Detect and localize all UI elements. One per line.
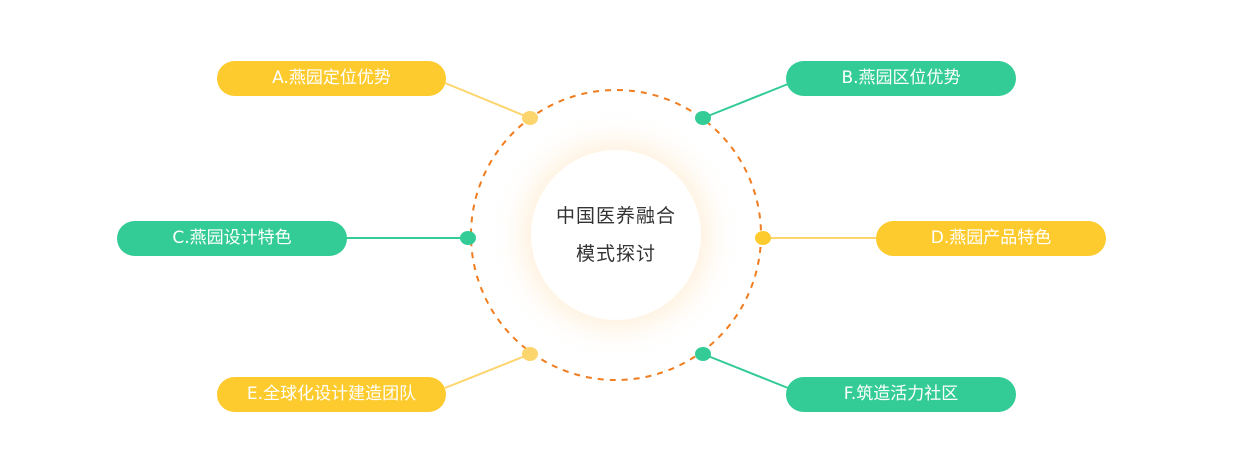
node-dot-b xyxy=(695,111,711,125)
center-topic: 中国医养融合 模式探讨 xyxy=(531,150,701,320)
pill-a-location-advantage[interactable]: A.燕园定位优势 xyxy=(217,61,446,96)
node-dot-c xyxy=(460,231,476,245)
connector-line-f xyxy=(702,353,789,389)
pill-f-vibrant-community[interactable]: F.筑造活力社区 xyxy=(786,377,1016,412)
pill-d-product-feature[interactable]: D.燕园产品特色 xyxy=(876,221,1106,256)
node-dot-d xyxy=(755,231,771,245)
connector-line-e xyxy=(444,353,531,389)
node-dot-a xyxy=(522,111,538,125)
connector-line-a xyxy=(444,82,531,119)
center-topic-line-2: 模式探讨 xyxy=(575,243,656,265)
node-dot-f xyxy=(695,347,711,361)
pill-b-area-advantage[interactable]: B.燕园区位优势 xyxy=(786,61,1016,96)
pill-e-global-team[interactable]: E.全球化设计建造团队 xyxy=(217,377,446,412)
node-dot-e xyxy=(522,347,538,361)
pill-c-design-feature[interactable]: C.燕园设计特色 xyxy=(117,221,347,256)
connector-line-b xyxy=(702,83,789,119)
center-topic-line-1: 中国医养融合 xyxy=(555,205,676,227)
